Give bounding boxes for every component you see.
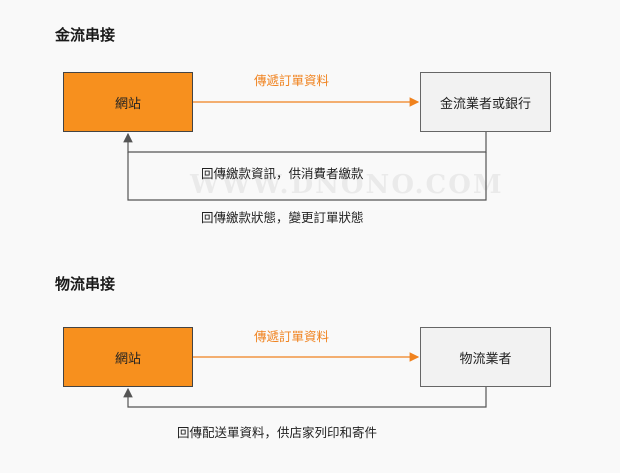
return-arrow-logistics xyxy=(123,387,487,408)
payment-provider-label: 金流業者或銀行 xyxy=(439,96,531,112)
site-box-label: 網站 xyxy=(114,96,141,112)
forward-label-payment: 傳遞訂單資料 xyxy=(254,73,330,88)
payment-provider-box: 金流業者或銀行 xyxy=(420,72,551,132)
section-title-logistics: 物流串接 xyxy=(55,275,116,293)
return-arrow-payment xyxy=(123,132,487,153)
section-title-payment: 金流串接 xyxy=(55,26,116,44)
forward-label-logistics: 傳遞訂單資料 xyxy=(254,329,330,344)
site-box-logistics: 網站 xyxy=(63,327,193,387)
return-loop-payment-outer xyxy=(127,152,487,201)
logistics-provider-box: 物流業者 xyxy=(420,327,551,387)
watermark: WWW.DNONO.COM xyxy=(190,170,504,200)
return-label-payment-info: 回傳繳款資訊，供消費者繳款 xyxy=(201,166,364,181)
return-label-logistics: 回傳配送單資料，供店家列印和寄件 xyxy=(177,425,378,440)
return-label-payment-status: 回傳繳款狀態，變更訂單狀態 xyxy=(201,210,364,225)
logistics-provider-label: 物流業者 xyxy=(459,351,512,367)
site-box-label: 網站 xyxy=(114,351,141,367)
site-box-payment: 網站 xyxy=(63,72,193,132)
